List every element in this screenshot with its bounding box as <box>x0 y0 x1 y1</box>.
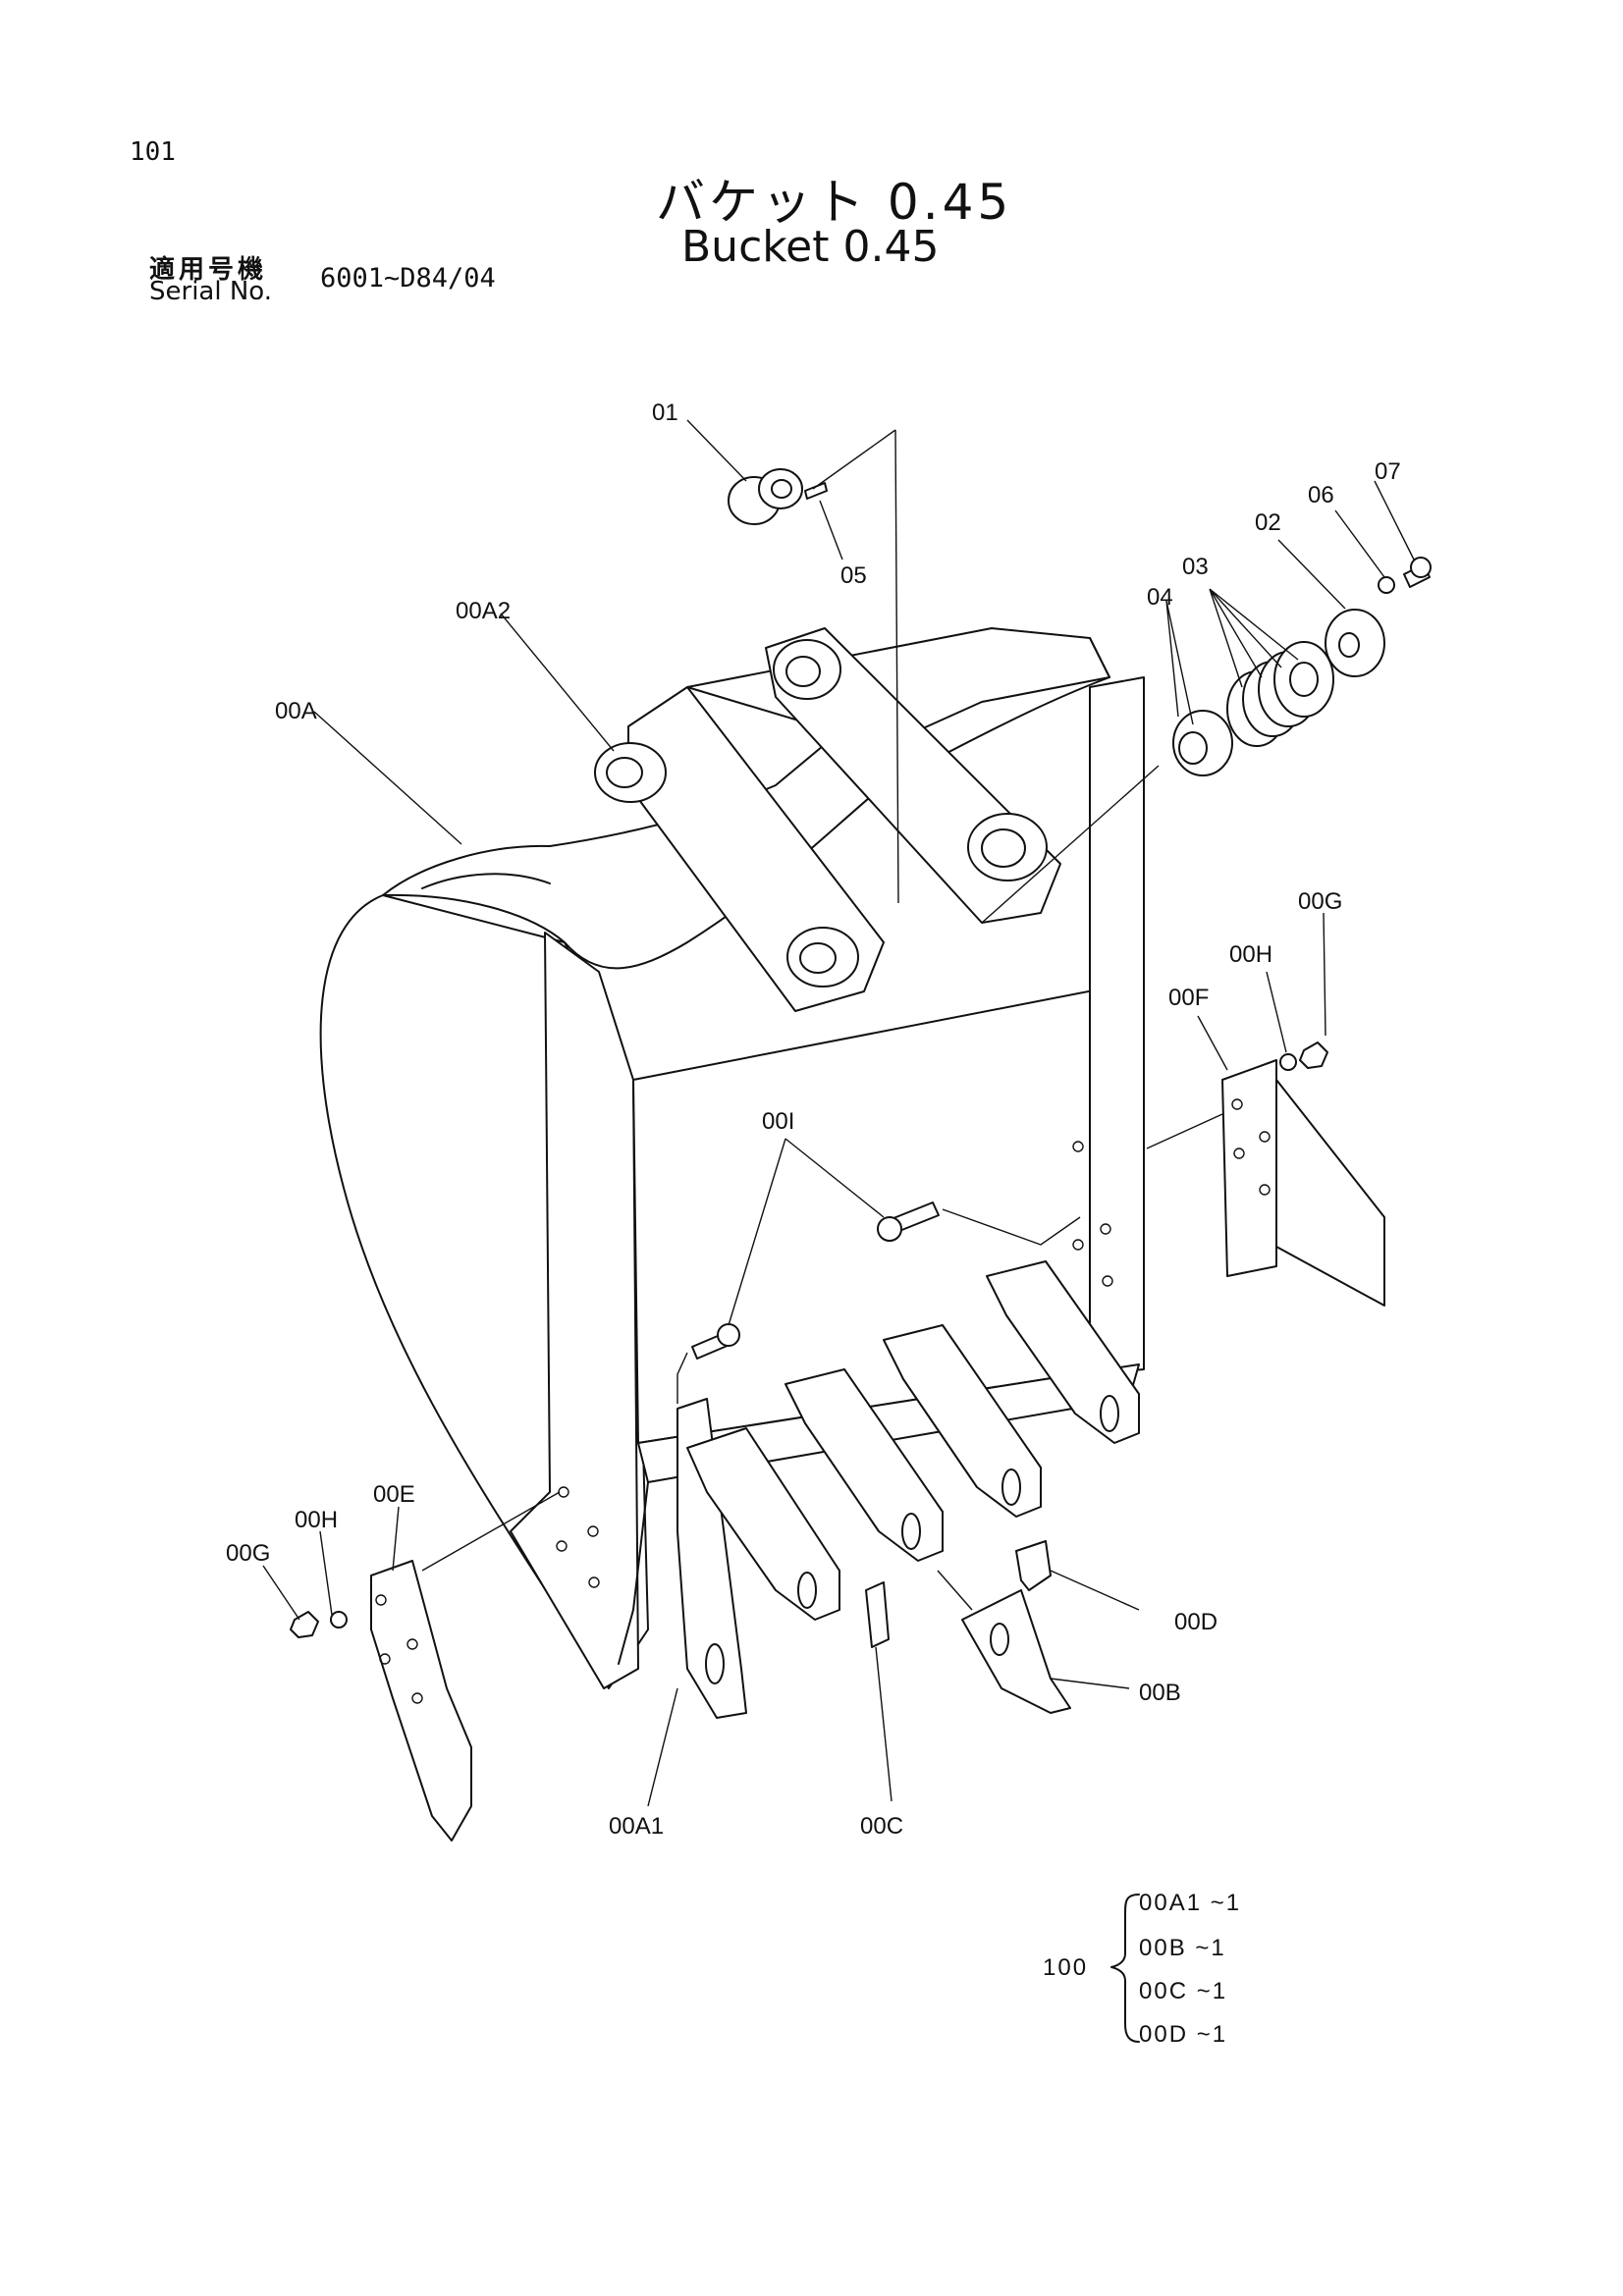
part-00H-washer-right <box>1279 1053 1297 1071</box>
label-05: 05 <box>840 562 867 589</box>
bucket-lip-lower <box>618 1481 649 1665</box>
kit-item-4: 00D ~1 <box>1139 2021 1227 2048</box>
boss-upper-right-hole <box>785 656 821 687</box>
label-00H-right: 00H <box>1229 941 1272 968</box>
label-00B: 00B <box>1139 1680 1181 1706</box>
part-00I-bolt-upper <box>877 1201 940 1242</box>
part-00B-tooth-point <box>961 1589 1071 1714</box>
part-05-pin <box>804 482 828 500</box>
boss-upper-left-hole <box>606 757 643 788</box>
mounting-brackets <box>594 627 1061 1012</box>
label-00H-left: 00H <box>295 1507 338 1533</box>
label-00F: 00F <box>1168 985 1209 1011</box>
label-03: 03 <box>1182 554 1209 580</box>
side-cutter-axis-left <box>421 1491 561 1572</box>
serial-label-japanese: 適用号機 <box>149 255 268 285</box>
part-04-ring <box>1172 710 1233 776</box>
part-00I-bolt-lower <box>691 1323 740 1360</box>
kit-brace <box>1110 1894 1140 2043</box>
side-cutter-hole-right-3 <box>1100 1223 1111 1235</box>
side-cutter-axis-right <box>1146 1113 1223 1149</box>
boss-upper-right <box>773 639 841 700</box>
kit-item-2: 00B ~1 <box>1139 1935 1226 1961</box>
part-00E-side-cutter-left <box>370 1560 472 1842</box>
part-labels: 01 05 07 06 02 03 04 00A2 00A 00G 00H 00… <box>226 400 1401 1840</box>
tooth-2 <box>686 1427 840 1621</box>
part-00H-washer-left <box>330 1611 348 1629</box>
part-00G-nut-right <box>1299 1041 1328 1069</box>
tooth-point-axis <box>937 1570 973 1611</box>
page-number: 101 <box>130 137 176 167</box>
bolt-axis-lower <box>676 1352 688 1404</box>
bolt-axis-upper <box>942 1208 1081 1246</box>
bucket-teeth <box>676 1260 1140 1719</box>
bucket-side-plate-left <box>510 932 639 1689</box>
part-02-plate <box>1325 609 1385 677</box>
label-06: 06 <box>1308 482 1334 508</box>
label-07: 07 <box>1375 458 1401 485</box>
boss-lower-right-hole <box>981 828 1026 868</box>
label-00D: 00D <box>1174 1609 1217 1635</box>
kit-table: 100 00A1 ~1 00B ~1 00C ~1 00D ~1 <box>1043 1890 1241 2048</box>
part-00D-lock <box>1015 1540 1052 1591</box>
side-cutter-hole-left-3 <box>587 1525 599 1537</box>
label-00I: 00I <box>762 1108 794 1135</box>
bucket-body <box>319 627 1145 1689</box>
label-04: 04 <box>1147 584 1173 611</box>
bucket-side-plate-right <box>1089 676 1145 1375</box>
tooth-3 <box>784 1368 944 1562</box>
kit-item-1: 00A1 ~1 <box>1139 1890 1241 1916</box>
side-cutter-hole-left-4 <box>588 1576 600 1588</box>
leader-lines <box>262 419 1415 1807</box>
label-00E: 00E <box>373 1481 415 1508</box>
label-00A2: 00A2 <box>456 598 511 624</box>
boss-lower-left-hole <box>799 942 837 974</box>
serial-label-english: Serial No. <box>149 277 272 306</box>
label-02: 02 <box>1255 509 1281 536</box>
side-cutter-hole-left-2 <box>556 1540 568 1552</box>
boss-upper-left <box>594 742 667 803</box>
part-00F-side-cutter-right <box>1221 1059 1385 1307</box>
part-07-bolt <box>1403 557 1432 588</box>
kit-item-3: 00C ~1 <box>1139 1978 1227 2004</box>
label-00A: 00A <box>275 698 317 724</box>
part-01-bushing <box>728 468 803 525</box>
label-00G-left: 00G <box>226 1540 270 1567</box>
part-00C-pin <box>865 1581 890 1648</box>
part-06-washer <box>1378 576 1395 594</box>
side-cutter-hole-right-4 <box>1102 1275 1113 1287</box>
serial-number-value: 6001~D84/04 <box>320 263 496 294</box>
label-00A1: 00A1 <box>609 1813 664 1840</box>
label-01: 01 <box>652 400 678 426</box>
part-03-shims <box>1226 641 1334 747</box>
bucket-rim-edge <box>421 873 551 889</box>
title-english: Bucket 0.45 <box>681 222 940 272</box>
side-cutter-hole-right-1 <box>1072 1141 1084 1152</box>
kit-number: 100 <box>1043 1954 1088 1981</box>
side-cutter-hole-right-2 <box>1072 1239 1084 1251</box>
label-00G-right: 00G <box>1298 888 1342 915</box>
tooth-5 <box>986 1260 1140 1444</box>
part-00G-nut-left <box>290 1611 319 1638</box>
tooth-4 <box>883 1324 1042 1518</box>
title-japanese: バケット 0.45 <box>656 174 1013 231</box>
label-00C: 00C <box>860 1813 903 1840</box>
boss-lower-right <box>967 813 1048 881</box>
pin-axis-line <box>981 765 1160 924</box>
boss-lower-left <box>786 927 859 988</box>
